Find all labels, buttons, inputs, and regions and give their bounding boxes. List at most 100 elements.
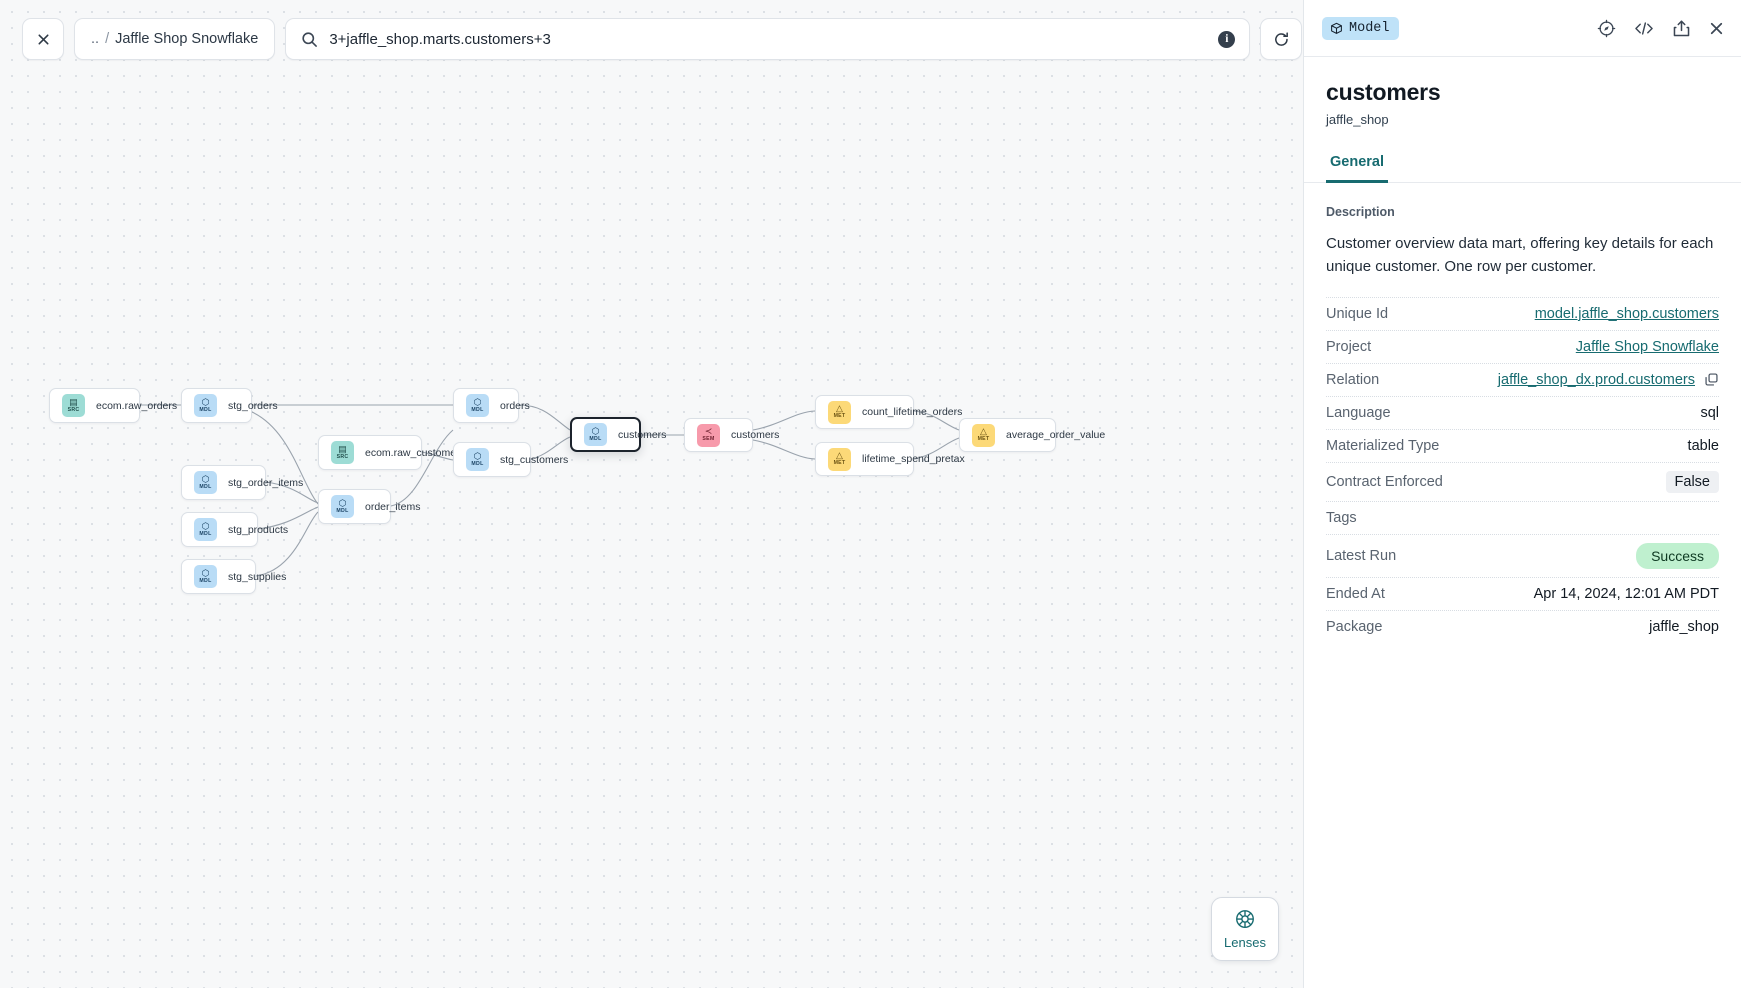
metadata-value[interactable]: Jaffle Shop Snowflake — [1575, 338, 1719, 355]
node-type-icon-met: △MET — [828, 400, 851, 424]
metadata-key: Tags — [1326, 509, 1357, 526]
status-badge: Success — [1636, 542, 1719, 569]
lineage-edge — [390, 429, 454, 507]
breadcrumb-project: Jaffle Shop Snowflake — [115, 31, 259, 47]
search-input[interactable] — [329, 30, 1208, 48]
close-panel-icon[interactable] — [1708, 20, 1725, 37]
metadata-row: Unique Id model.jaffle_shop.customers — [1326, 296, 1719, 330]
metadata-row: Package jaffle_shop — [1326, 609, 1719, 643]
metadata-value-wrap: Jaffle Shop Snowflake — [1576, 339, 1719, 355]
node-type-icon-sem: ≺SEM — [697, 423, 720, 447]
metadata-value-wrap: Success — [1636, 542, 1719, 569]
lineage-node-average_order_value[interactable]: △MET average_order_value — [959, 418, 1105, 452]
lineage-edges — [140, 404, 960, 577]
node-type-icon-met: △MET — [828, 447, 851, 471]
metadata-key: Package — [1326, 618, 1383, 635]
lenses-button[interactable]: Lenses — [1211, 897, 1279, 961]
metadata-value-wrap: False — [1665, 470, 1719, 493]
lineage-node-label: order_items — [365, 500, 421, 513]
breadcrumb[interactable]: .. / Jaffle Shop Snowflake — [74, 18, 276, 60]
lineage-node-label: average_order_value — [1006, 429, 1106, 441]
lineage-node-label: stg_order_items — [228, 476, 304, 489]
metadata-row: Relation jaffle_shop_dx.prod.customers — [1326, 362, 1719, 396]
lineage-node-stg_customers[interactable]: ⬡MDL stg_customers — [453, 442, 568, 477]
metadata-value-wrap: jaffle_shop_dx.prod.customers — [1498, 372, 1719, 388]
canvas-toolbar: .. / Jaffle Shop Snowflake i — [22, 18, 1303, 60]
node-type-icon-src: ▤SRC — [62, 394, 85, 417]
node-type-icon-met: △MET — [972, 423, 995, 447]
metadata-key: Relation — [1326, 371, 1380, 388]
metadata-row: Latest Run Success — [1326, 533, 1719, 577]
metadata-row: Language sql — [1326, 395, 1719, 429]
node-type-icon-mdl: ⬡MDL — [194, 518, 217, 541]
metadata-value-wrap: jaffle_shop — [1649, 619, 1719, 635]
metadata-value: table — [1687, 437, 1719, 454]
close-icon — [37, 33, 49, 45]
lineage-canvas[interactable]: .. / Jaffle Shop Snowflake i ▤SR — [0, 0, 1303, 988]
share-icon[interactable] — [1672, 19, 1691, 38]
lineage-node-stg_products[interactable]: ⬡MDL stg_products — [181, 512, 288, 547]
metadata-value-wrap: sql — [1700, 405, 1719, 421]
lineage-node-lifetime_spend_pretax[interactable]: △MET lifetime_spend_pretax — [815, 442, 965, 476]
details-panel-header: Model — [1304, 0, 1741, 57]
metadata-value: sql — [1700, 404, 1719, 421]
refresh-button[interactable] — [1260, 18, 1303, 60]
lenses-label: Lenses — [1224, 935, 1266, 950]
compass-icon[interactable] — [1597, 19, 1616, 38]
metadata-key: Language — [1326, 404, 1391, 421]
description-text: Customer overview data mart, offering ke… — [1326, 235, 1714, 276]
metadata-value-wrap: table — [1688, 438, 1719, 454]
lineage-node-label: ecom.raw_customers — [365, 446, 465, 459]
lineage-node-label: lifetime_spend_pretax — [862, 453, 965, 465]
metadata-key: Ended At — [1326, 585, 1385, 602]
metadata-value[interactable]: model.jaffle_shop.customers — [1534, 305, 1719, 322]
node-type-icon-mdl: ⬡MDL — [194, 394, 217, 417]
metadata-value: False — [1665, 470, 1719, 493]
metadata-value[interactable]: jaffle_shop_dx.prod.customers — [1497, 371, 1695, 388]
lineage-edge — [913, 410, 960, 431]
node-type-icon-mdl: ⬡MDL — [331, 495, 354, 518]
lineage-edge — [257, 506, 319, 530]
lineage-edge — [530, 436, 571, 460]
details-panel: Model — [1303, 0, 1741, 988]
breadcrumb-separator: / — [105, 31, 110, 47]
search-icon — [302, 31, 318, 47]
metadata-key: Latest Run — [1326, 547, 1397, 564]
lineage-node-label: stg_products — [228, 523, 289, 536]
resource-type-badge[interactable]: Model — [1322, 16, 1399, 40]
lineage-node-ecom_raw_customers[interactable]: ▤SRC ecom.raw_customers — [318, 435, 465, 470]
page-title: customers — [1326, 79, 1441, 105]
cube-icon — [1331, 22, 1342, 34]
metadata-row: Ended At Apr 14, 2024, 12:01 AM PDT — [1326, 576, 1719, 610]
lineage-edge — [421, 451, 454, 461]
breadcrumb-parent: .. — [91, 31, 100, 47]
node-type-icon-mdl: ⬡MDL — [466, 448, 489, 471]
info-icon[interactable]: i — [1218, 30, 1236, 48]
tab-general[interactable]: General — [1326, 154, 1388, 183]
lineage-search[interactable]: i — [285, 18, 1251, 60]
refresh-icon — [1274, 31, 1288, 46]
lineage-edge — [265, 481, 319, 504]
copy-icon[interactable] — [1704, 372, 1719, 387]
metadata-value-wrap: Apr 14, 2024, 12:01 AM PDT — [1534, 586, 1719, 602]
node-type-icon-src: ▤SRC — [331, 441, 354, 464]
node-type-icon-mdl: ⬡MDL — [584, 423, 607, 446]
lineage-node-label: stg_customers — [500, 453, 569, 466]
code-icon[interactable] — [1633, 19, 1655, 38]
resource-type-label: Model — [1349, 20, 1390, 36]
metadata-value: jaffle_shop — [1649, 618, 1719, 635]
close-lineage-button[interactable] — [22, 18, 64, 60]
metadata-key: Unique Id — [1326, 305, 1389, 322]
lineage-node-order_items[interactable]: ⬡MDL order_items — [318, 489, 420, 524]
